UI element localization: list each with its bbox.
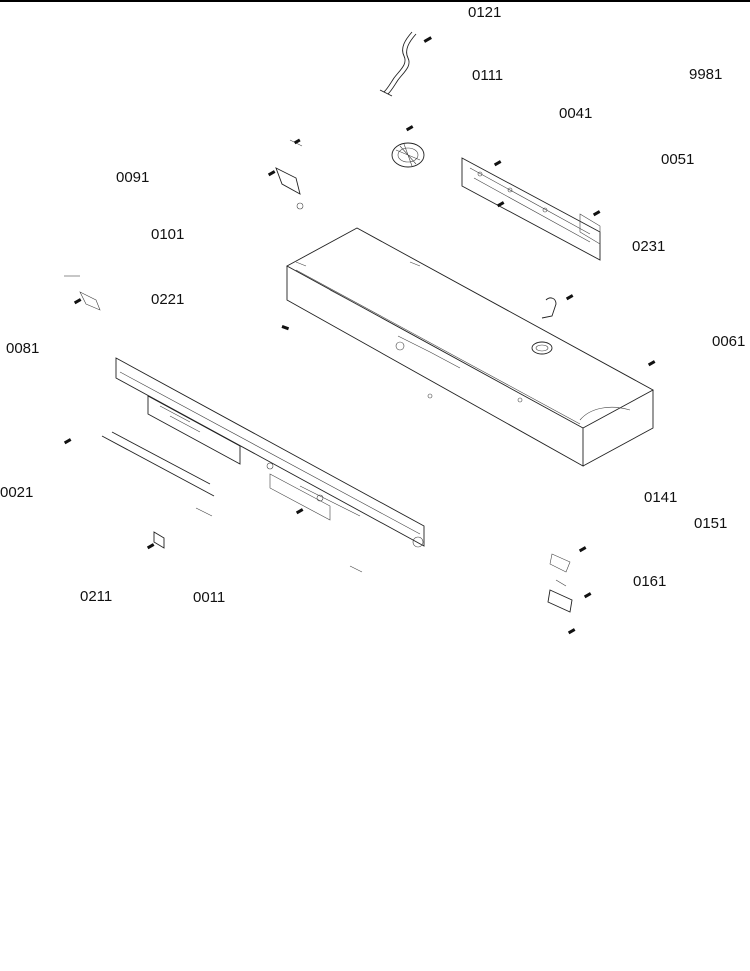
part-wire-harness xyxy=(379,31,432,97)
part-label-0211: 0211 xyxy=(80,588,112,605)
part-label-0141: 0141 xyxy=(644,489,677,506)
part-clip-right xyxy=(541,294,574,319)
part-label-0151: 0151 xyxy=(694,515,727,532)
part-bracket-upper xyxy=(267,138,304,210)
part-label-0091: 0091 xyxy=(116,169,149,186)
part-label-0011: 0011 xyxy=(193,589,225,606)
part-rear-control-board xyxy=(461,157,601,261)
part-label-0051: 0051 xyxy=(661,151,694,168)
part-label-0061: 0061 xyxy=(712,333,745,350)
part-label-0161: 0161 xyxy=(633,573,666,590)
part-label-0021: 0021 xyxy=(0,484,33,501)
part-label-9981: 9981 xyxy=(689,66,722,83)
part-label-0081: 0081 xyxy=(6,340,39,357)
part-switch-assembly xyxy=(547,546,592,635)
part-label-0221: 0221 xyxy=(151,291,184,308)
part-knob-gear xyxy=(391,125,425,168)
part-label-0231: 0231 xyxy=(632,238,665,255)
part-screw-post xyxy=(146,531,165,550)
part-main-top-panel xyxy=(281,227,656,467)
part-label-0101: 0101 xyxy=(151,226,184,243)
part-label-0111: 0111 xyxy=(472,67,503,84)
part-clip-left xyxy=(64,275,101,311)
part-front-control-panel xyxy=(63,357,425,573)
part-label-0041: 0041 xyxy=(559,105,592,122)
part-label-0121: 0121 xyxy=(468,4,501,21)
